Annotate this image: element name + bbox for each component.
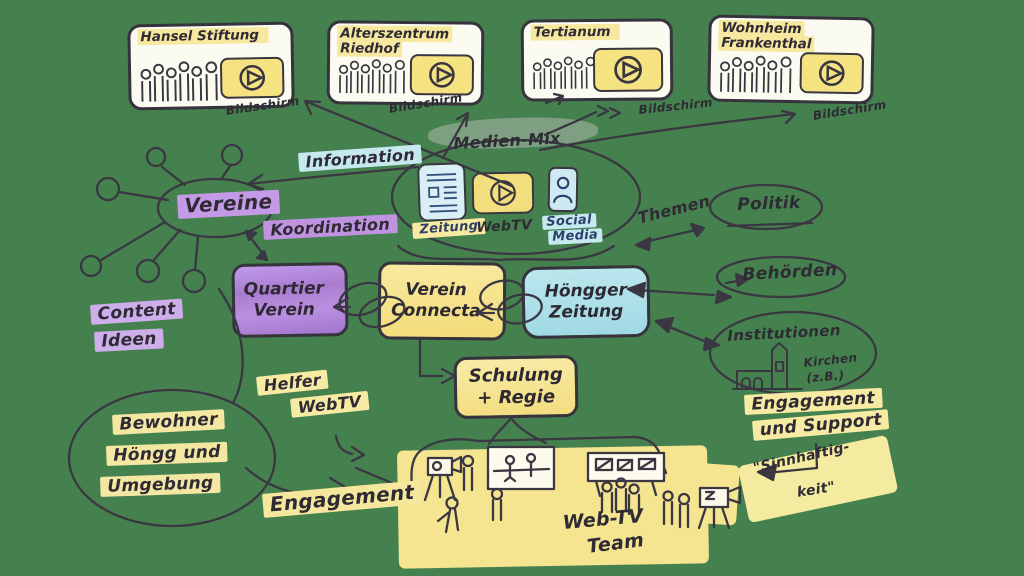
webtv-label: WebTV [475, 217, 533, 236]
quartier-line2: Verein [253, 299, 315, 321]
behoerden-label: Behörden [741, 260, 838, 285]
play-icon [239, 64, 266, 91]
people-icon [720, 55, 792, 94]
hoengger-line2: Zeitung [548, 301, 624, 323]
content-ideen-line2: Ideen [94, 328, 165, 353]
kirchen-note-label: (z.B.) [805, 368, 845, 385]
facility-title: Tertianum [530, 23, 665, 41]
play-icon [818, 60, 845, 87]
connecta-line1: Verein [405, 279, 467, 300]
facility-card-frankenthal: Wohnheim Frankenthal [707, 14, 875, 105]
medienmix-brace [396, 244, 616, 262]
information-arrow [246, 165, 420, 191]
schulung-scene-connector [487, 416, 548, 446]
vereine-satellites [79, 143, 244, 294]
people-icon [140, 61, 218, 102]
webtv-scene-patch [396, 445, 710, 569]
politik-label: Politik [736, 192, 801, 215]
hoengger-zeitung-box: Höngger Zeitung [521, 264, 651, 340]
facility-title: Hansel Stiftung [137, 27, 285, 46]
facility-name-2 [261, 27, 269, 44]
kirchen-label: Kirchen [802, 350, 858, 370]
helfer-arrow [334, 434, 366, 463]
webtv-icon [471, 171, 535, 215]
vereine-label: Vereine [177, 189, 280, 219]
content-ideen-line1: Content [90, 298, 184, 326]
bewohner-line1: Bewohner [112, 409, 226, 436]
schulung-arrow [418, 338, 457, 385]
helfer-line2: WebTV [290, 390, 370, 419]
themen-label: Themen [635, 191, 713, 228]
themen-arrow [634, 222, 706, 252]
schulung-line2: + Regie [477, 386, 556, 409]
information-label: Information [298, 144, 423, 173]
social-label-2: Media [548, 227, 603, 246]
facility-name-2 [613, 23, 620, 40]
play-screen [219, 56, 285, 99]
facility-card-riedhof: Alterszentrum Riedhof [326, 20, 485, 106]
social-media-icon [547, 166, 579, 213]
institutionen-arrows [654, 316, 721, 352]
play-screen [799, 52, 865, 95]
schulung-line1: Schulung [468, 363, 563, 387]
facility-card-tertianum: Tertianum [520, 18, 674, 102]
bewohner-line2: Höngg und [106, 441, 228, 467]
verein-connecta-box: Verein Connecta [377, 261, 507, 341]
hoengger-line1: Höngger [544, 280, 628, 302]
play-screen [409, 54, 475, 96]
quartier-verein-box: Quartier Verein [231, 261, 349, 339]
zeitung-icon [417, 162, 467, 222]
schulung-regie-box: Schulung + Regie [453, 354, 579, 420]
koordination-label: Koordination [263, 214, 398, 241]
people-icon [532, 56, 596, 90]
church-icon [732, 342, 803, 390]
facility-name: Tertianum [530, 23, 614, 41]
play-icon [429, 62, 455, 88]
people-icon [338, 59, 405, 94]
camera-right-patch [687, 462, 741, 526]
helfer-line1: Helfer [256, 369, 329, 397]
quartier-line1: Quartier [243, 278, 325, 300]
play-icon [614, 55, 642, 84]
facility-name: Hansel Stiftung [137, 27, 263, 46]
medienmix-title: Medien-Mix [452, 128, 562, 153]
engagement-support-line2: und Support [752, 409, 890, 442]
play-screen [592, 47, 664, 93]
institutionen-label: Institutionen [726, 321, 842, 345]
connecta-line2: Connecta [391, 300, 481, 322]
facility-card-hansel: Hansel Stiftung [127, 21, 295, 111]
bewohner-line3: Umgebung [100, 472, 221, 498]
